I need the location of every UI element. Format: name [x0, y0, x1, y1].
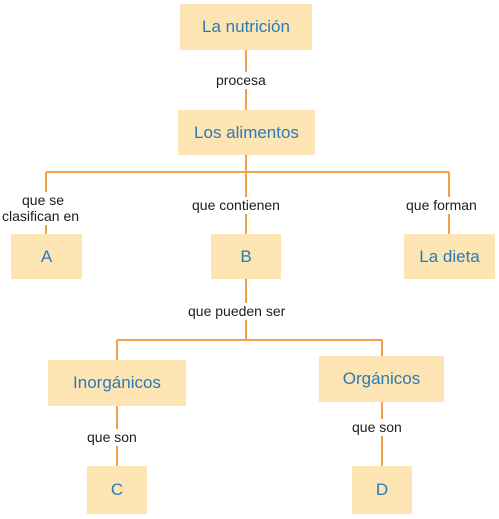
link-label-que-pueden-ser: que pueden ser [186, 303, 288, 320]
link-label-que-son-right: que son [350, 419, 404, 436]
link-label-clasifican-en: clasifican en [0, 208, 82, 225]
node-b: B [211, 234, 281, 279]
link-label-que-se: que se [20, 192, 67, 209]
link-label-procesa: procesa [214, 72, 268, 89]
node-los-alimentos: Los alimentos [178, 110, 315, 155]
link-label-que-contienen: que contienen [190, 197, 282, 214]
node-la-nutricion: La nutrición [180, 4, 312, 50]
node-la-dieta: La dieta [404, 234, 495, 279]
link-label-que-son-left: que son [85, 429, 139, 446]
node-c: C [87, 466, 147, 514]
node-d: D [352, 466, 412, 514]
node-organicos: Orgánicos [319, 356, 444, 402]
link-label-que-forman: que forman [404, 197, 479, 214]
node-inorganicos: Inorgánicos [48, 360, 186, 406]
node-a: A [11, 234, 82, 279]
